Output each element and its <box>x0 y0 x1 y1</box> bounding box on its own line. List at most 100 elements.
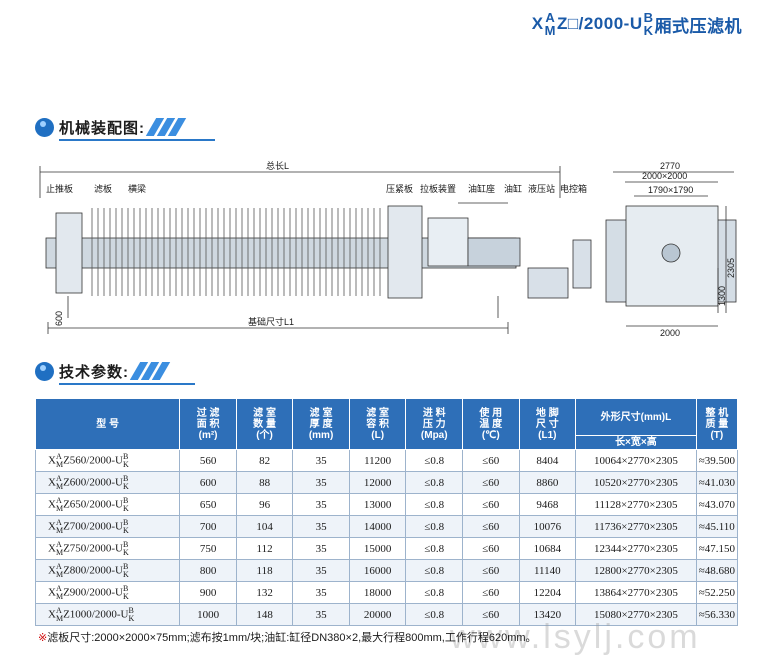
cell-press: ≤0.8 <box>405 449 464 472</box>
cell-area: 750 <box>179 537 237 560</box>
cell-temp: ≤60 <box>462 559 520 582</box>
cell-base: 10684 <box>518 537 577 560</box>
cell-press: ≤0.8 <box>405 515 464 538</box>
cell-thick: 35 <box>292 515 350 538</box>
cell-mass: ≈47.150 <box>695 537 739 560</box>
cell-temp: ≤60 <box>462 581 520 604</box>
dim-1300: 1300 <box>717 286 727 306</box>
header-model: 型 号 <box>34 398 181 450</box>
cell-press: ≤0.8 <box>405 559 464 582</box>
header-temp: 使 用温 度(℃) <box>462 398 520 450</box>
cell-base: 13420 <box>518 603 577 626</box>
cell-count: 148 <box>235 603 294 626</box>
cell-vol: 11200 <box>348 449 407 472</box>
cell-mass: ≈56.330 <box>695 603 739 626</box>
header-area: 过 滤面 积(m²) <box>179 398 237 450</box>
cell-thick: 35 <box>292 537 350 560</box>
cell-temp: ≤60 <box>462 449 520 472</box>
cell-vol: 18000 <box>348 581 407 604</box>
cell-count: 104 <box>235 515 294 538</box>
cell-temp: ≤60 <box>462 515 520 538</box>
dim-2305: 2305 <box>726 258 736 278</box>
cell-vol: 15000 <box>348 537 407 560</box>
cell-count: 118 <box>235 559 294 582</box>
footnote: ※滤板尺寸:2000×2000×75mm;滤布按1mm/块;油缸:缸径DN380… <box>38 632 537 644</box>
cell-dim: 11128×2770×2305 <box>575 493 697 516</box>
header-vol: 滤 室容 积(L) <box>348 398 407 450</box>
cell-dim: 12344×2770×2305 <box>575 537 697 560</box>
cell-count: 132 <box>235 581 294 604</box>
dim-600: 600 <box>54 311 64 326</box>
header-press: 进 料压 力(Mpa) <box>405 398 464 450</box>
slash-decoration <box>145 118 187 136</box>
cell-base: 8404 <box>518 449 577 472</box>
cell-dim: 15080×2770×2305 <box>575 603 697 626</box>
cell-area: 700 <box>179 515 237 538</box>
cell-mass: ≈43.070 <box>695 493 739 516</box>
cell-thick: 35 <box>292 471 350 494</box>
cell-area: 560 <box>179 449 237 472</box>
cell-temp: ≤60 <box>462 537 520 560</box>
cell-count: 112 <box>235 537 294 560</box>
cell-base: 10076 <box>518 515 577 538</box>
cell-press: ≤0.8 <box>405 537 464 560</box>
spec-table: 型 号过 滤面 积(m²)滤 室数 量(个)滤 室厚 度(mm)滤 室容 积(L… <box>34 398 739 626</box>
cell-area: 1000 <box>179 603 237 626</box>
cell-vol: 13000 <box>348 493 407 516</box>
cell-temp: ≤60 <box>462 471 520 494</box>
cell-mass: ≈52.250 <box>695 581 739 604</box>
cell-press: ≤0.8 <box>405 471 464 494</box>
dim-2000x2000: 2000×2000 <box>642 171 687 181</box>
label-beam: 横梁 <box>128 183 146 194</box>
cell-vol: 12000 <box>348 471 407 494</box>
cell-press: ≤0.8 <box>405 581 464 604</box>
total-length-label: 总长L <box>266 160 289 171</box>
base-size-label: 基础尺寸L1 <box>248 316 294 327</box>
cell-count: 82 <box>235 449 294 472</box>
cell-temp: ≤60 <box>462 493 520 516</box>
cell-base: 11140 <box>518 559 577 582</box>
dim-2000: 2000 <box>660 328 680 338</box>
cell-vol: 20000 <box>348 603 407 626</box>
cell-base: 12204 <box>518 581 577 604</box>
dim-2770: 2770 <box>660 161 680 171</box>
cell-dim: 10520×2770×2305 <box>575 471 697 494</box>
section-header-assembly: 机械装配图: <box>35 116 215 141</box>
assembly-drawing: 总长L 基础尺寸L1 止推板 滤板 横梁 压紧板 拉板装置 油缸座 油缸 液压站… <box>39 160 737 338</box>
label-control-box: 电控箱 <box>560 183 587 194</box>
cell-count: 96 <box>235 493 294 516</box>
cell-area: 800 <box>179 559 237 582</box>
cell-mass: ≈39.500 <box>695 449 739 472</box>
cell-press: ≤0.8 <box>405 493 464 516</box>
cell-thick: 35 <box>292 581 350 604</box>
label-pull-device: 拉板装置 <box>420 183 456 194</box>
cell-mass: ≈48.680 <box>695 559 739 582</box>
cell-dim: 11736×2770×2305 <box>575 515 697 538</box>
cell-base: 8860 <box>518 471 577 494</box>
header-dim: 外形尺寸(mm)L <box>575 398 697 436</box>
label-cylinder: 油缸 <box>504 183 522 194</box>
header-count: 滤 室数 量(个) <box>235 398 294 450</box>
cell-dim: 10064×2770×2305 <box>575 449 697 472</box>
cell-dim: 12800×2770×2305 <box>575 559 697 582</box>
cell-mass: ≈45.110 <box>695 515 739 538</box>
cell-vol: 14000 <box>348 515 407 538</box>
cell-area: 600 <box>179 471 237 494</box>
slash-decoration <box>129 362 171 380</box>
header-mass: 整 机质 量(T) <box>695 398 739 450</box>
